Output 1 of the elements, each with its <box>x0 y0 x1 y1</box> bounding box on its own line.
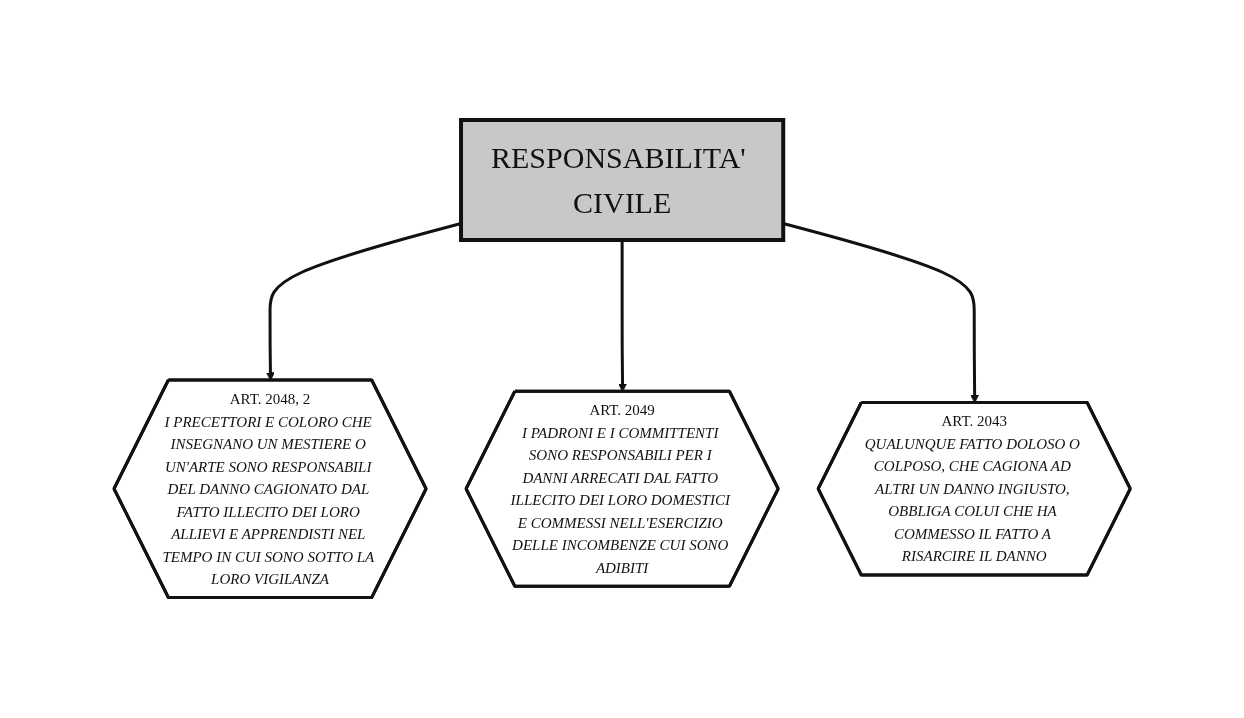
node-box: RESPONSABILITA' CIVILE <box>458 118 786 243</box>
